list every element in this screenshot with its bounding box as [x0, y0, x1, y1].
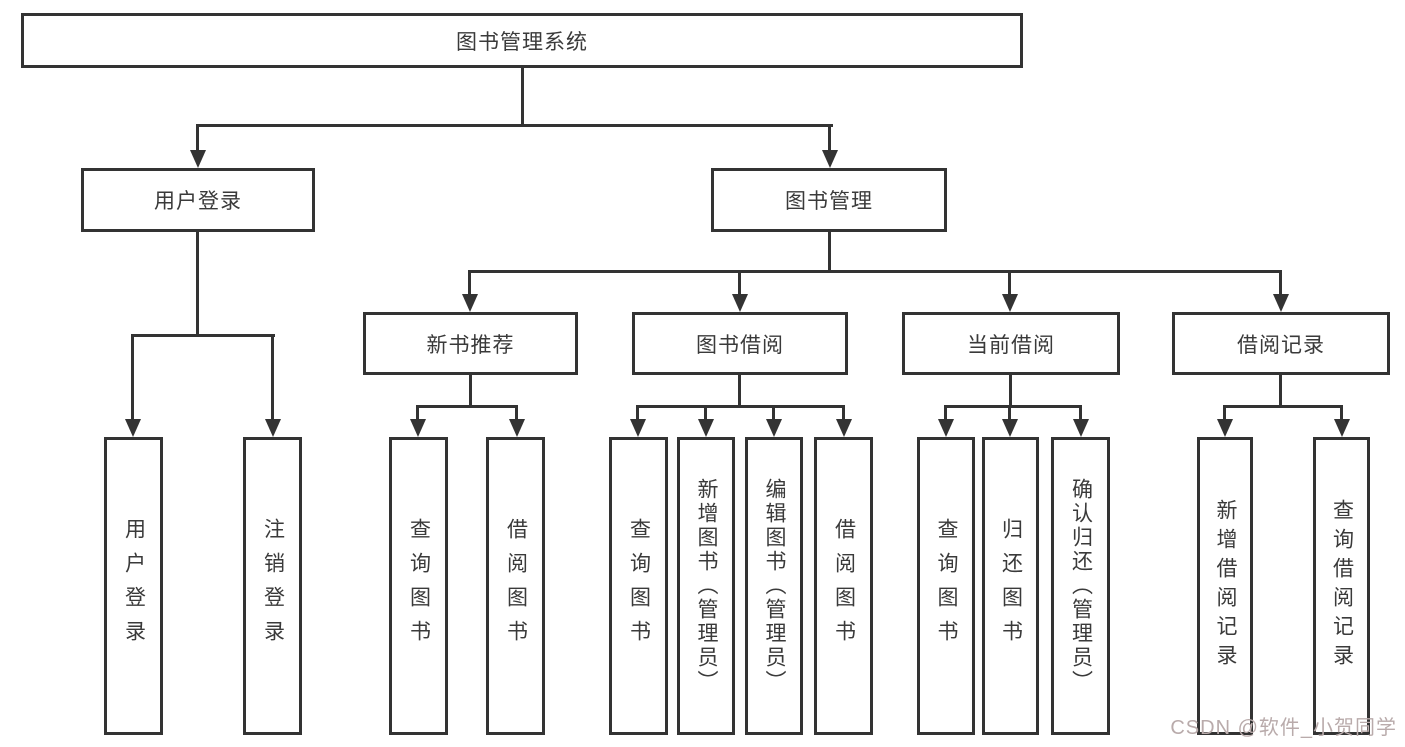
connector-line	[521, 68, 524, 126]
node-book-management: 图书管理	[711, 168, 947, 232]
node-root: 图书管理系统	[21, 13, 1023, 68]
connector-line	[416, 405, 518, 408]
arrowhead-down-icon	[410, 419, 426, 437]
connector-line	[131, 334, 275, 337]
connector-line	[469, 375, 472, 408]
csdn-watermark: CSDN @软件_小贺同学	[1170, 717, 1397, 739]
node-new-book-recommendation: 新书推荐	[363, 312, 578, 375]
connector-line	[842, 405, 845, 422]
node-book-borrowing: 图书借阅	[632, 312, 848, 375]
connector-line	[196, 232, 199, 337]
connector-line	[828, 232, 831, 273]
connector-line	[636, 405, 845, 408]
leaf-user-login: 用户登录	[104, 437, 163, 735]
leaf-query-books-recommend: 查询图书	[389, 437, 448, 735]
connector-line	[772, 405, 775, 422]
connector-line	[131, 334, 134, 422]
leaf-confirm-return-admin: 确认归还（管理员）	[1051, 437, 1110, 735]
connector-line	[468, 270, 471, 297]
connector-line	[828, 124, 831, 152]
connector-line	[944, 405, 947, 422]
arrowhead-down-icon	[265, 419, 281, 437]
leaf-return-books: 归还图书	[982, 437, 1039, 735]
connector-line	[515, 405, 518, 422]
connector-line	[1279, 270, 1282, 297]
arrowhead-down-icon	[1217, 419, 1233, 437]
connector-line	[1079, 405, 1082, 422]
leaf-add-borrow-record: 新增借阅记录	[1197, 437, 1253, 735]
arrowhead-down-icon	[766, 419, 782, 437]
connector-line	[738, 270, 741, 297]
connector-line	[196, 124, 199, 152]
connector-line	[1008, 405, 1011, 422]
arrowhead-down-icon	[1002, 294, 1018, 312]
leaf-edit-books-admin: 编辑图书（管理员）	[745, 437, 803, 735]
connector-line	[271, 334, 274, 422]
leaf-borrow-books-borrowing: 借阅图书	[814, 437, 873, 735]
connector-line	[636, 405, 639, 422]
arrowhead-down-icon	[698, 419, 714, 437]
arrowhead-down-icon	[125, 419, 141, 437]
arrowhead-down-icon	[1002, 419, 1018, 437]
connector-line	[468, 270, 1282, 273]
connector-line	[1008, 270, 1011, 297]
connector-line	[944, 405, 1082, 408]
arrowhead-down-icon	[190, 150, 206, 168]
node-current-borrowing: 当前借阅	[902, 312, 1120, 375]
arrowhead-down-icon	[1334, 419, 1350, 437]
connector-line	[1279, 375, 1282, 408]
leaf-logout: 注销登录	[243, 437, 302, 735]
node-user-login: 用户登录	[81, 168, 315, 232]
leaf-add-books-admin: 新增图书（管理员）	[677, 437, 735, 735]
arrowhead-down-icon	[836, 419, 852, 437]
leaf-borrow-books-recommend: 借阅图书	[486, 437, 545, 735]
connector-line	[1223, 405, 1226, 422]
arrowhead-down-icon	[822, 150, 838, 168]
leaf-query-books-current: 查询图书	[917, 437, 975, 735]
connector-line	[416, 405, 419, 422]
connector-line	[197, 124, 833, 127]
arrowhead-down-icon	[1273, 294, 1289, 312]
arrowhead-down-icon	[938, 419, 954, 437]
arrowhead-down-icon	[462, 294, 478, 312]
connector-line	[704, 405, 707, 422]
leaf-query-borrow-record: 查询借阅记录	[1313, 437, 1370, 735]
node-borrowing-records: 借阅记录	[1172, 312, 1390, 375]
connector-line	[1009, 375, 1012, 408]
arrowhead-down-icon	[509, 419, 525, 437]
connector-line	[1223, 405, 1343, 408]
leaf-query-books-borrowing: 查询图书	[609, 437, 668, 735]
arrowhead-down-icon	[732, 294, 748, 312]
arrowhead-down-icon	[630, 419, 646, 437]
arrowhead-down-icon	[1073, 419, 1089, 437]
connector-line	[1340, 405, 1343, 422]
connector-line	[738, 375, 741, 408]
